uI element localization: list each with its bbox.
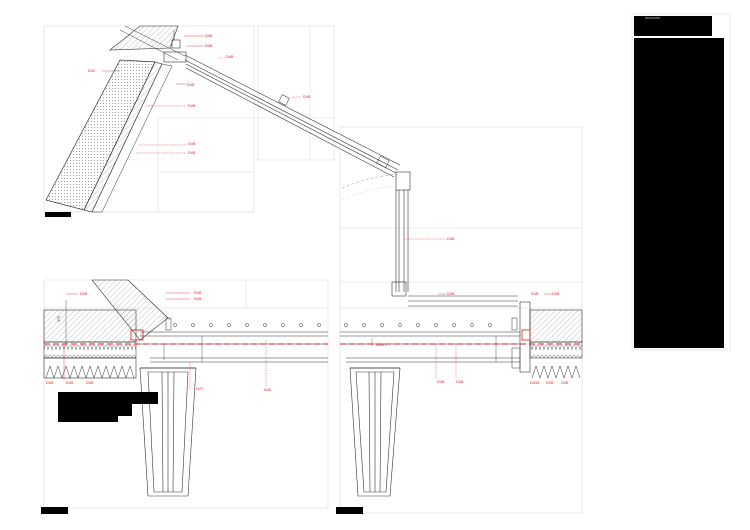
label-b-6: DUB xyxy=(86,381,94,385)
label-b-5: DUB xyxy=(66,381,74,385)
label-a-2: DUB xyxy=(205,44,213,48)
label-c-1: DUSD xyxy=(376,343,386,347)
label-b-7: DUT xyxy=(196,387,204,391)
svg-text:175: 175 xyxy=(57,316,61,322)
detail-b-section: DUB DUB DUB DUB DUB DUB DUT DUS 175 xyxy=(41,279,329,514)
label-b-2: DUB xyxy=(194,291,202,295)
detail-a-annotations: DUB DUB DUB DUS DUB DUB DUB DUB DUB xyxy=(88,34,311,155)
label-a-3: DUB xyxy=(226,55,234,59)
redaction-bar xyxy=(336,507,363,514)
label-c-7: DUB xyxy=(546,381,554,385)
label-b-8: DUS xyxy=(264,388,271,392)
label-c-6: DUSB xyxy=(530,381,540,385)
label-a-4: DUS xyxy=(88,69,95,73)
redaction-block xyxy=(58,392,158,404)
label-c-transom: DUB xyxy=(447,292,455,296)
label-a-5: DUB xyxy=(187,83,195,87)
label-c-4: DUB xyxy=(552,292,560,296)
detail-a-roof-section: DUB DUB DUB DUS DUB DUB DUB DUB DUB xyxy=(43,25,401,217)
detail-c-section: DUSD DUB DUB DUB DUB DUSB DUB DUB xyxy=(336,292,583,514)
label-a-6: DUB xyxy=(188,104,196,108)
redaction-bar xyxy=(45,212,71,217)
redaction-bar xyxy=(41,507,68,514)
label-a-8: DUB xyxy=(188,151,196,155)
label-c-3: DUB xyxy=(456,380,464,384)
detail-b-annotations: DUB DUB DUB DUB DUB DUB DUT DUS 175 xyxy=(46,291,271,392)
label-a-9: DUB xyxy=(303,95,311,99)
label-c-5: DUB xyxy=(531,292,539,296)
detail-c-annotations: DUSD DUB DUB DUB DUB DUSB DUB DUB xyxy=(371,292,569,385)
label-c-2: DUB xyxy=(437,380,445,384)
label-a-7: DUB xyxy=(188,142,196,146)
label-c-8: DUB xyxy=(561,381,569,385)
label-b-4: DUB xyxy=(46,381,54,385)
label-a-1: DUB xyxy=(205,34,213,38)
title-block xyxy=(631,13,731,351)
redaction-header xyxy=(634,16,712,36)
label-c-glazing: DUB xyxy=(447,237,455,241)
label-b-3: DUB xyxy=(194,297,202,301)
label-b-1: DUB xyxy=(80,292,88,296)
redaction-panel xyxy=(634,38,724,348)
